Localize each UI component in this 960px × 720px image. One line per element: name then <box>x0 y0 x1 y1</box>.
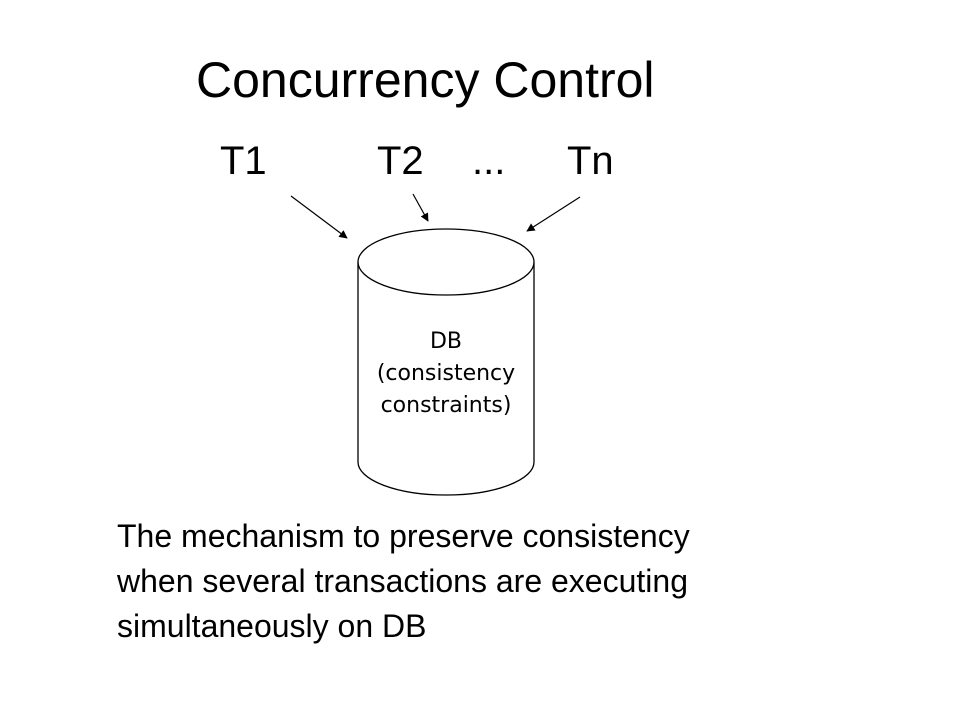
arrow-t1-to-db <box>290 195 348 239</box>
database-label: DB (consistency constraints) <box>346 326 546 422</box>
description-text: The mechanism to preserve consistency wh… <box>117 514 917 649</box>
cylinder-body <box>357 262 535 496</box>
transaction-tn-label: Tn <box>567 139 614 183</box>
description-line-3: simultaneously on DB <box>117 608 427 644</box>
slide-title: Concurrency Control <box>196 52 655 108</box>
database-label-line-1: DB <box>429 329 463 354</box>
database-cylinder <box>357 228 535 496</box>
transaction-t2-label: T2 <box>377 139 424 183</box>
transaction-t1-label: T1 <box>220 139 267 183</box>
description-line-1: The mechanism to preserve consistency <box>117 518 690 554</box>
transaction-ellipsis-label: ... <box>472 139 506 183</box>
database-label-line-2: (consistency <box>376 361 516 386</box>
database-label-line-3: constraints) <box>380 393 512 418</box>
arrow-t2-to-db <box>412 193 429 222</box>
arrow-tn-to-db <box>526 196 581 232</box>
cylinder-top <box>357 228 535 296</box>
description-line-2: when several transactions are executing <box>117 563 688 599</box>
